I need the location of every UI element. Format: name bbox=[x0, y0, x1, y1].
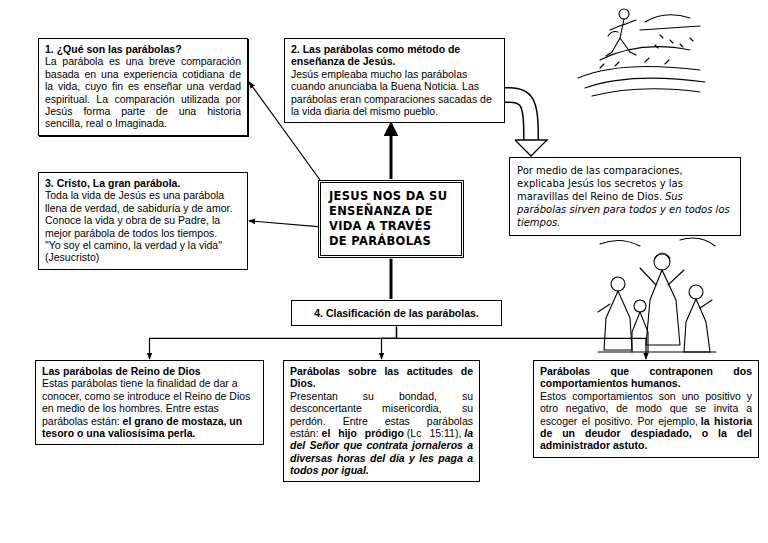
topic-box: 2. Las parábolas como método de enseñanz… bbox=[284, 38, 505, 123]
note-box: Por medio de las comparaciones, explicab… bbox=[509, 157, 741, 236]
connector bbox=[391, 259, 392, 299]
connector-line bbox=[249, 221, 318, 227]
connector-line bbox=[390, 124, 393, 179]
box-heading: Las parábolas de Reino de Dios bbox=[42, 365, 257, 377]
topic-box: 1. ¿Qué son las parábolas?La parábola es… bbox=[38, 38, 248, 136]
category-box: Parábolas que contraponen dos comportami… bbox=[533, 360, 759, 458]
connector bbox=[391, 124, 392, 179]
center-title: JESUS NOS DA SU ENSEÑANZA DE VIDA A TRAV… bbox=[329, 189, 453, 249]
connector bbox=[505, 95, 547, 156]
crowd-illustration bbox=[598, 238, 716, 352]
box-heading: 1. ¿Qué son las parábolas? bbox=[45, 43, 241, 55]
category-box: Las parábolas de Reino de DiosEstas pará… bbox=[35, 360, 264, 445]
connector bbox=[150, 326, 397, 359]
topic-box: 3. Cristo, La gran parábola.Toda la vida… bbox=[38, 172, 248, 270]
connector-line bbox=[382, 326, 397, 359]
category-box: Parábolas sobre las actitudes de Dios.Pr… bbox=[283, 360, 480, 482]
box-body: Conoce la vida y obra de su Padre, la me… bbox=[45, 214, 241, 239]
box-body: "Yo soy el camino, la verdad y la vida" … bbox=[45, 239, 241, 264]
connector bbox=[397, 326, 647, 359]
box-heading: 4. Clasificación de las parábolas. bbox=[298, 307, 495, 319]
block-arrowhead bbox=[515, 140, 547, 156]
connector bbox=[382, 326, 397, 359]
box-heading: 2. Las parábolas como método de enseñanz… bbox=[291, 43, 498, 68]
note-text: Por medio de las comparaciones, explicab… bbox=[517, 165, 683, 202]
sower-illustration bbox=[578, 9, 705, 96]
reference-text: (Lc 15:11), bbox=[407, 427, 461, 439]
block-arrow-fill bbox=[505, 95, 531, 141]
box-body: La parábola es una breve comparación bas… bbox=[45, 55, 241, 129]
box-heading: Parábolas que contraponen dos comportami… bbox=[540, 365, 752, 390]
example-text: el hijo pródigo bbox=[322, 427, 404, 439]
central-topic: JESUS NOS DA SU ENSEÑANZA DE VIDA A TRAV… bbox=[318, 180, 464, 258]
classification-box: 4. Clasificación de las parábolas. bbox=[291, 300, 502, 326]
connector-line bbox=[150, 326, 397, 359]
connector-line bbox=[390, 259, 393, 299]
box-heading: Parábolas sobre las actitudes de Dios. bbox=[290, 365, 473, 390]
box-body: Toda la vida de Jesús es una parábola ll… bbox=[45, 189, 241, 214]
box-body: Jesús empleaba mucho las parábolas cuand… bbox=[291, 68, 498, 118]
connector bbox=[249, 221, 318, 227]
block-arrow-outline bbox=[505, 95, 531, 141]
box-heading: 3. Cristo, La gran parábola. bbox=[45, 177, 241, 189]
connector-line bbox=[397, 326, 647, 359]
